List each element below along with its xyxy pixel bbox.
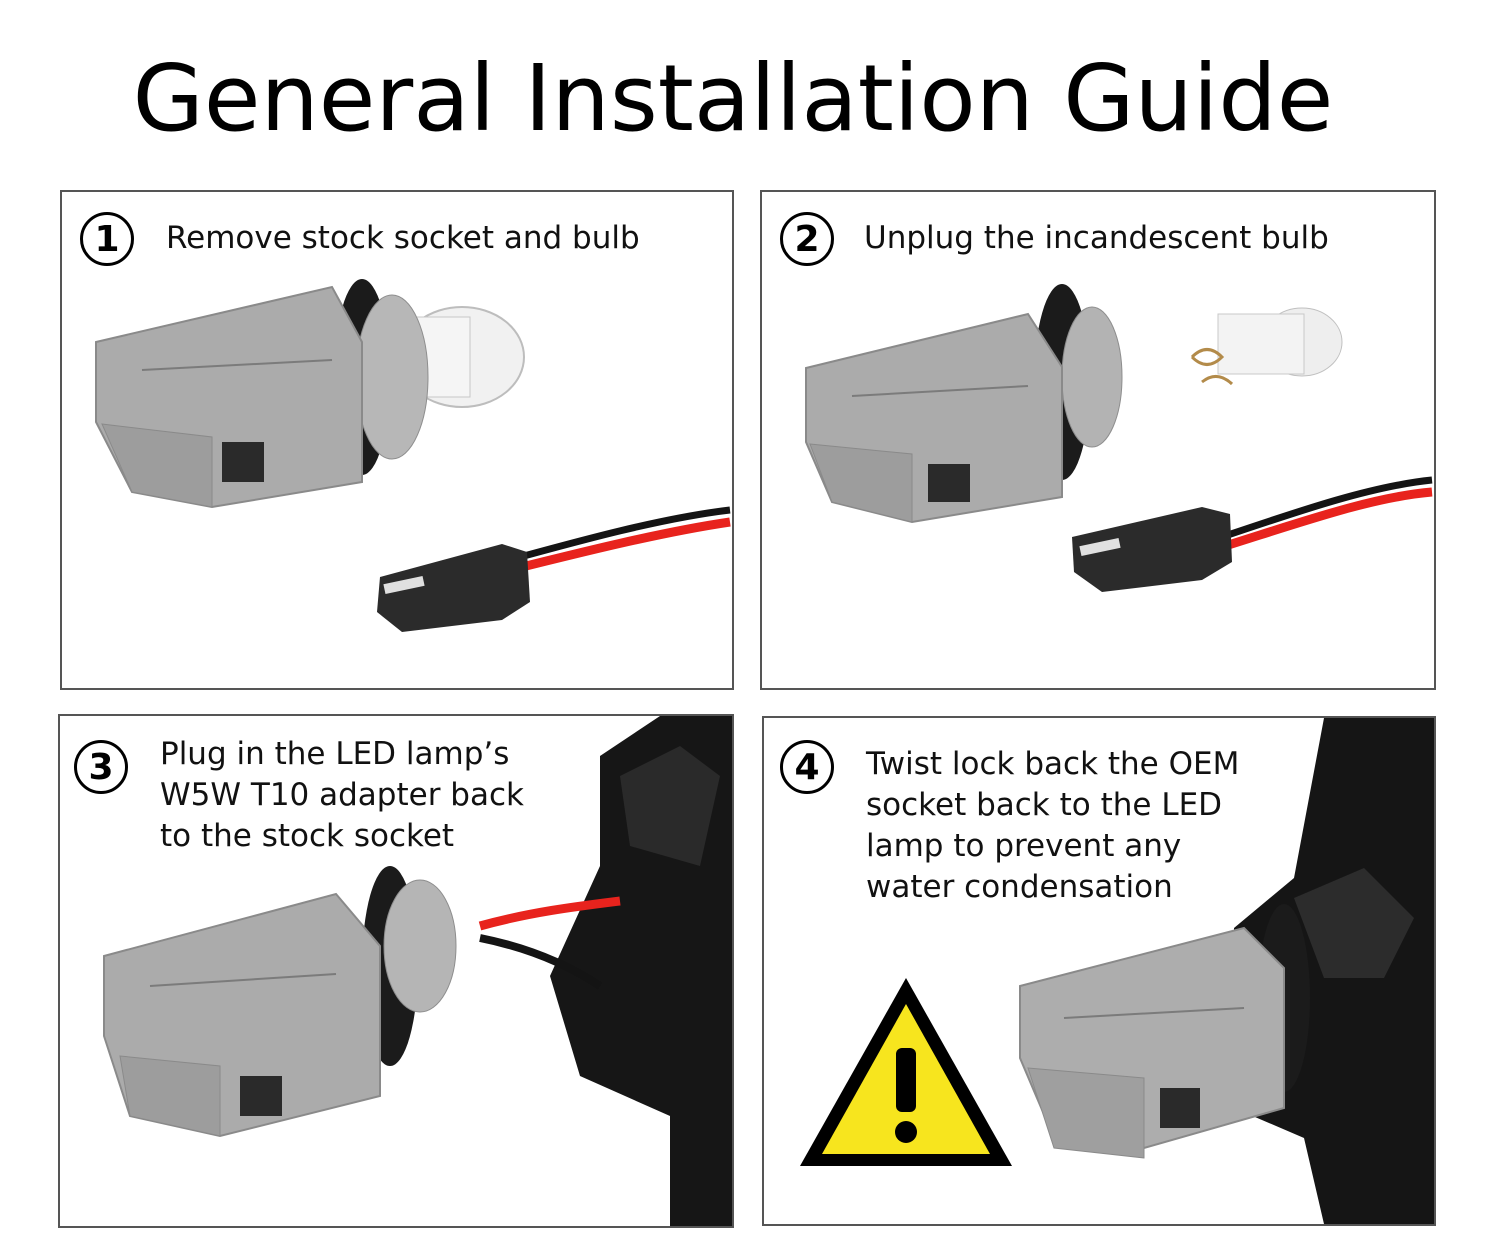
- socket-latch-icon: [928, 464, 970, 502]
- socket-latch-icon: [1160, 1088, 1200, 1128]
- step-1-text: Remove stock socket and bulb: [166, 220, 640, 256]
- page-title: General Installation Guide: [132, 45, 1334, 152]
- step-3-number: 3: [74, 740, 128, 794]
- black-wire-icon: [1220, 476, 1433, 541]
- step-1-number: 1: [80, 212, 134, 266]
- warning-triangle-icon: [800, 978, 1012, 1166]
- black-wire-icon: [479, 934, 603, 990]
- step-4-text: Twist lock back the OEM socket back to t…: [866, 746, 1240, 905]
- step-4-number: 4: [780, 740, 834, 794]
- step-2-panel: 2 Unplug the incandescent bulb: [760, 190, 1436, 690]
- step-1-illustration: [95, 279, 731, 632]
- red-wire-icon: [500, 517, 731, 577]
- step-2-illustration: [805, 284, 1433, 592]
- socket-latch-icon: [222, 442, 264, 482]
- t10-adapter-icon: [1072, 507, 1232, 592]
- black-wire-icon: [501, 506, 731, 566]
- step-3-text: Plug in the LED lamp’s W5W T10 adapter b…: [160, 736, 524, 854]
- step-2-text: Unplug the incandescent bulb: [864, 220, 1329, 256]
- red-wire-icon: [478, 896, 621, 931]
- step-1-panel: 1 Remove stock socket and bulb: [60, 190, 734, 690]
- socket-latch-icon: [240, 1076, 282, 1116]
- step-2-number: 2: [780, 212, 834, 266]
- step-4-panel: 4 Twist lock back the OEM socket back to…: [762, 716, 1436, 1226]
- t10-adapter-icon: [377, 544, 530, 632]
- step-4-illustration: [800, 718, 1434, 1224]
- step-3-panel: 3 Plug in the LED lamp’s W5W T10 adapter…: [58, 714, 734, 1228]
- step-3-illustration: [103, 716, 732, 1226]
- red-wire-icon: [1220, 487, 1433, 552]
